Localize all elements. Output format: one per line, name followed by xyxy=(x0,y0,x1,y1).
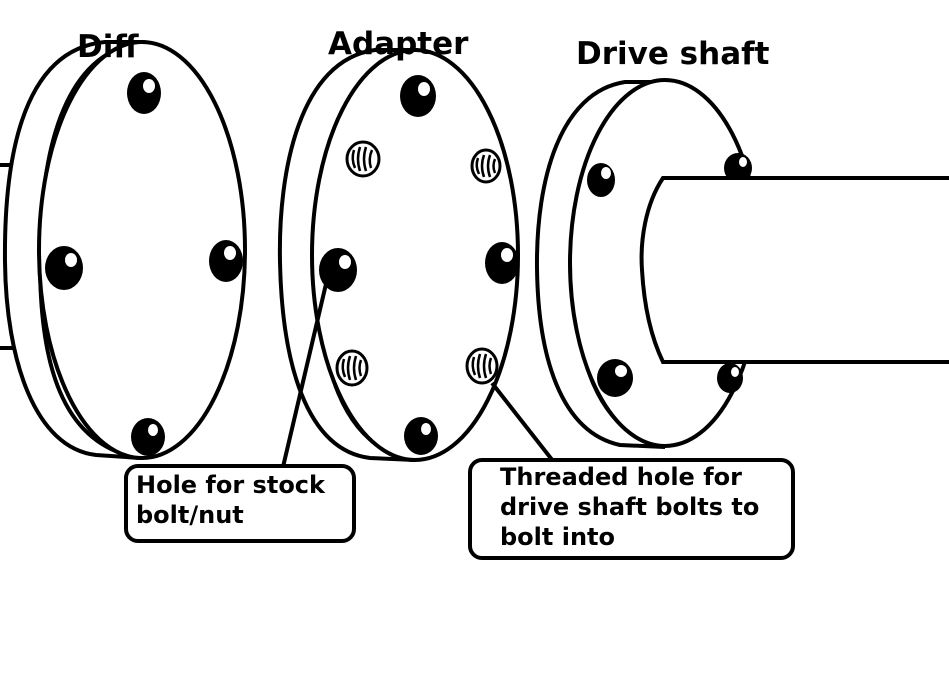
drive-shaft-bolt xyxy=(724,153,752,183)
drive-shaft-bolt xyxy=(597,359,633,397)
adapter-threaded-hole xyxy=(470,148,502,184)
drive-shaft-label: Drive shaft xyxy=(576,36,770,72)
callout-threaded-hole: Threaded hole for drive shaft bolts to b… xyxy=(468,381,795,560)
callout-stock-hole-leader xyxy=(281,283,328,468)
callout-threaded-hole-box xyxy=(468,458,795,560)
callout-stock-hole: Hole for stock bolt/nut xyxy=(124,283,356,543)
callout-threaded-hole-leader xyxy=(490,381,555,463)
callout-stock-hole-box xyxy=(124,464,356,543)
diff-flange xyxy=(2,40,247,460)
diff-label: Diff xyxy=(77,29,139,65)
diff-bolt-hole xyxy=(45,246,83,290)
diff-bolt-hole xyxy=(209,240,243,282)
drive-shaft-bolt xyxy=(717,363,743,393)
callout-stock-hole-line-2: bolt/nut xyxy=(136,501,244,529)
drive-shaft-bolt xyxy=(587,163,615,197)
adapter-stock-hole xyxy=(404,417,438,455)
adapter-label: Adapter xyxy=(328,26,469,62)
callout-stock-hole-line-1: Hole for stock xyxy=(136,471,326,499)
adapter-stock-hole xyxy=(319,248,357,292)
adapter-stock-hole xyxy=(485,242,519,284)
adapter-threaded-hole xyxy=(335,349,369,387)
callout-threaded-hole-line-2: drive shaft bolts to xyxy=(500,493,759,521)
adapter-stock-hole xyxy=(400,75,436,117)
callout-threaded-hole-line-1: Threaded hole for xyxy=(500,463,742,491)
drive-shaft-flange xyxy=(534,78,949,449)
diff-bolt-hole xyxy=(127,72,161,114)
adapter-threaded-hole xyxy=(345,140,381,178)
adapter-flange xyxy=(277,48,520,462)
adapter-threaded-hole xyxy=(465,347,499,385)
drive-shaft-tube xyxy=(639,176,949,364)
callout-threaded-hole-line-3: bolt into xyxy=(500,523,615,551)
diff-flange-face xyxy=(37,40,247,460)
diff-bolt-hole xyxy=(131,418,165,456)
